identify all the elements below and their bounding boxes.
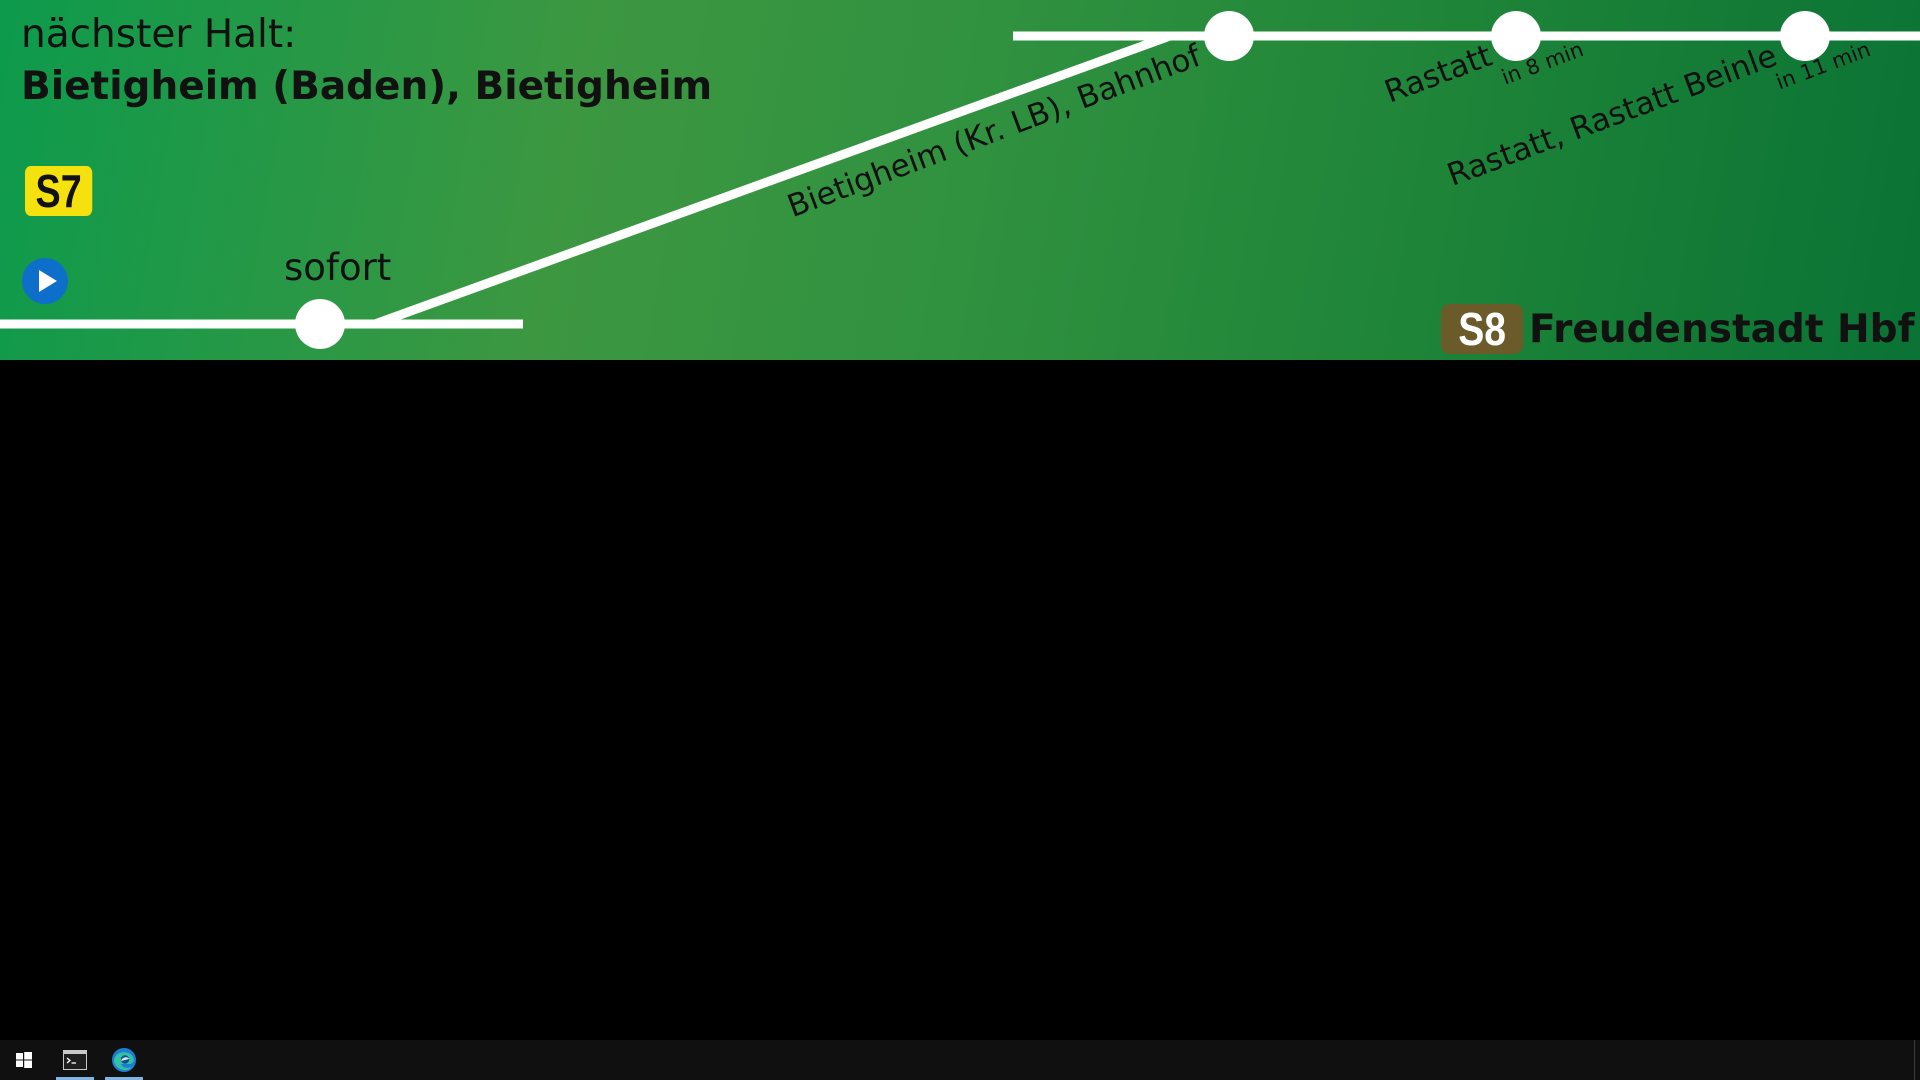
current-stop-time: sofort — [284, 246, 391, 289]
destination-line-badge: S8 — [1441, 304, 1523, 354]
windows-logo-icon — [16, 1052, 32, 1068]
next-stop-name: Bietigheim (Baden), Bietigheim — [21, 64, 713, 109]
route-stop-name-3: Rastatt, Rastatt Beinle — [1443, 38, 1782, 194]
active-indicator — [105, 1077, 143, 1080]
stop-marker-3 — [1780, 11, 1830, 61]
edge-browser-icon — [112, 1048, 136, 1072]
destination: S8 Freudenstadt Hbf — [1441, 304, 1915, 354]
passenger-info-banner: nächster Halt: Bietigheim (Baden), Bieti… — [0, 0, 1920, 360]
route-line-connector — [373, 31, 1172, 329]
stop-marker-current — [295, 299, 345, 349]
edge-taskbar-button[interactable] — [103, 1040, 145, 1080]
stop-marker-1 — [1204, 11, 1254, 61]
terminal-taskbar-button[interactable] — [54, 1040, 96, 1080]
route-stop-name-1: Bietigheim (Kr. LB), Bahnhof — [783, 37, 1207, 225]
play-icon — [22, 258, 68, 304]
destination-line-label: S8 — [1458, 303, 1506, 355]
current-line-badge: S7 — [25, 166, 93, 216]
terminal-icon — [63, 1050, 87, 1070]
route-stop-name-2: Rastatt — [1380, 38, 1497, 111]
show-desktop-button[interactable] — [1914, 1040, 1920, 1080]
stop-marker-2 — [1491, 11, 1541, 61]
start-button[interactable] — [0, 1040, 48, 1080]
taskbar — [0, 1040, 1920, 1080]
play-icon-triangle — [39, 270, 57, 292]
route-map: sofort Bietigheim (Kr. LB), Bahnhof Rast… — [0, 11, 1920, 349]
destination-name: Freudenstadt Hbf — [1529, 306, 1915, 352]
active-indicator — [56, 1077, 94, 1080]
next-stop-label: nächster Halt: — [21, 12, 297, 57]
